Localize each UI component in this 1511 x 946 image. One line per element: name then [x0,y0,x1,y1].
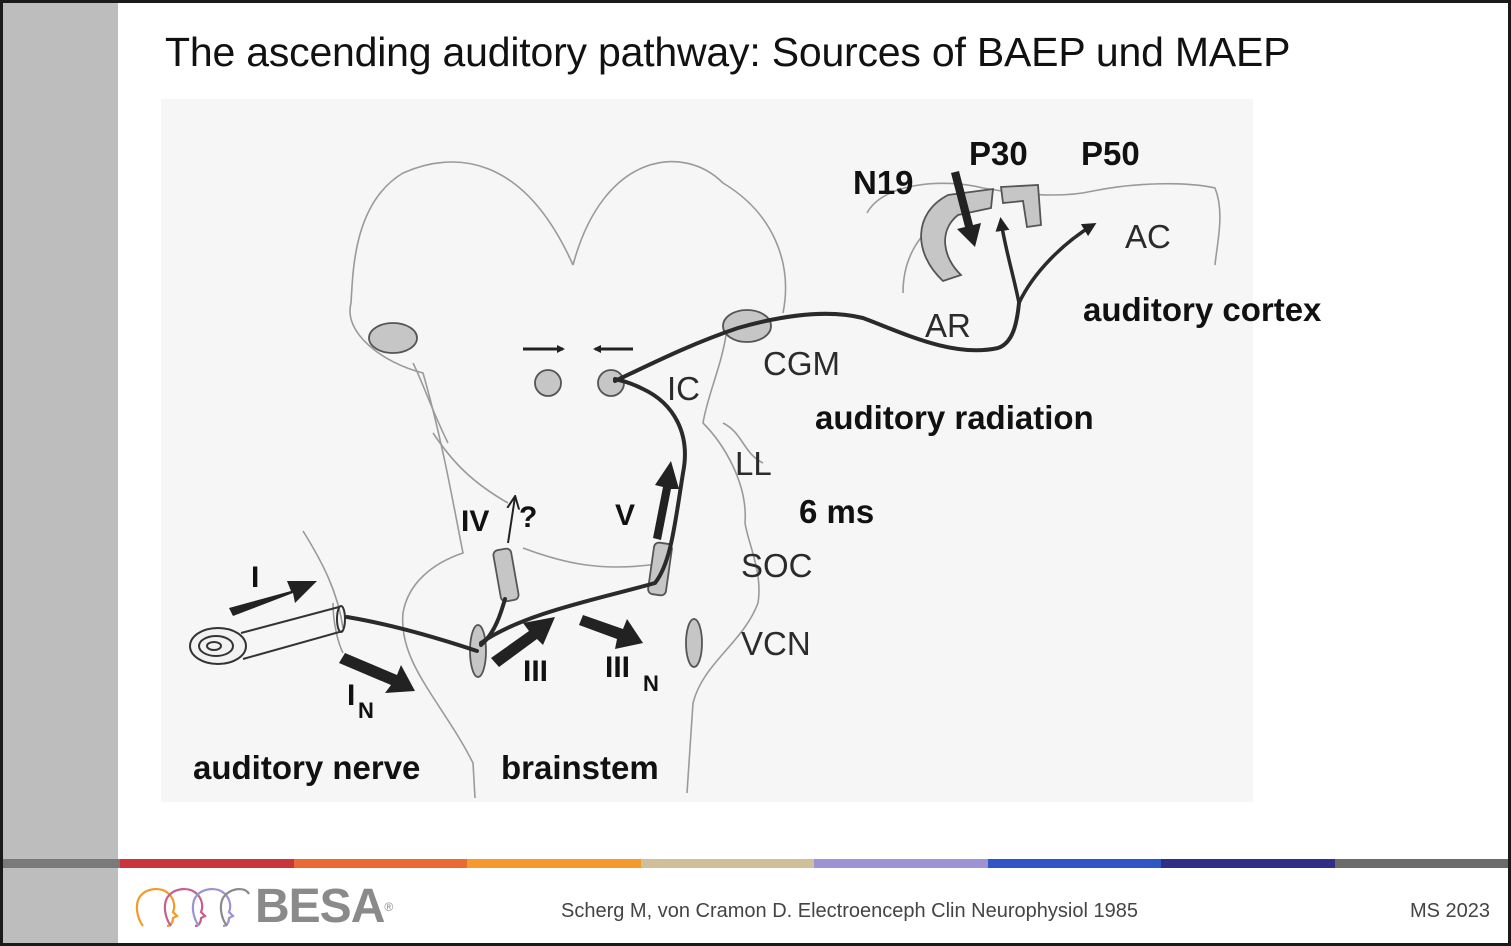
label-wave-iv: IV [461,505,489,538]
arrow-i-n [339,653,415,693]
footer-sidebar [3,868,118,943]
arrow-iii [491,617,555,667]
label-p30: P30 [969,135,1028,172]
stripe-segment [120,859,294,868]
nuclei [368,184,1042,678]
arrow-iii-n [579,615,643,649]
label-vcn: VCN [741,625,811,662]
label-ac: AC [1125,218,1171,255]
auditory-pathway-diagram: AC AR CGM IC LL SOC VCN I I N III III N … [161,99,1322,802]
ascending-pathway [345,301,1021,653]
label-brainstem: brainstem [501,749,659,786]
cochlea [189,605,346,665]
right-ic-nucleus [597,369,625,397]
label-auditory-radiation: auditory radiation [815,399,1094,436]
left-ic-nucleus [534,369,562,397]
label-wave-i: I [251,561,259,594]
stripe-segment [1334,859,1508,868]
label-auditory-cortex: auditory cortex [1083,291,1322,328]
brain-outline [302,160,1221,799]
label-wave-iv-question: ? [519,501,537,534]
besa-logo: BESA ® [131,879,393,934]
footer-citation: Scherg M, von Cramon D. Electroenceph Cl… [561,900,1138,922]
ar-structure [920,187,995,283]
footer-slide-id: MS 2023 [1409,900,1490,922]
label-cgm: CGM [763,345,840,382]
left-cgm-nucleus [368,322,418,354]
stripe-segment [293,859,467,868]
cortex-projection-ac [1017,222,1097,304]
stripe-segment [987,859,1161,868]
label-wave-iii-n: III N [605,651,659,696]
label-auditory-nerve: auditory nerve [193,749,420,786]
cortex-projection-ar [995,217,1021,304]
iv-source [492,547,520,603]
logo-wordmark: BESA [255,880,385,933]
label-ll: LL [735,445,772,482]
stripe-segment [640,859,814,868]
arrow-v [653,461,679,540]
arrow-i [229,581,317,616]
label-p50: P50 [1081,135,1140,172]
label-wave-v: V [615,499,635,532]
stripe-segment [467,859,641,868]
svg-text:N: N [643,671,659,696]
wave-arrows [229,171,981,693]
left-sidebar [3,3,118,943]
slide-title: The ascending auditory pathway: Sources … [165,29,1291,75]
svg-text:N: N [358,698,374,723]
label-latency: 6 ms [799,493,874,530]
logo-registered-mark: ® [384,899,394,914]
head-profiles-icon [135,887,250,927]
label-n19: N19 [853,164,914,201]
color-stripes [120,859,1508,868]
label-wave-i-n: I N [347,679,374,723]
svg-text:III: III [605,651,630,684]
arrow-n19 [951,171,981,247]
p50-structure [999,184,1042,229]
stripe-segment [1161,859,1335,868]
label-ar: AR [925,307,971,344]
svg-text:I: I [347,679,355,712]
right-vcn-nucleus [685,618,703,668]
label-wave-iii: III [523,655,548,688]
figure-background [161,99,1253,802]
stripe-segment [814,859,988,868]
label-ic: IC [667,370,700,407]
label-soc: SOC [741,547,813,584]
arrow-iv [508,497,515,544]
